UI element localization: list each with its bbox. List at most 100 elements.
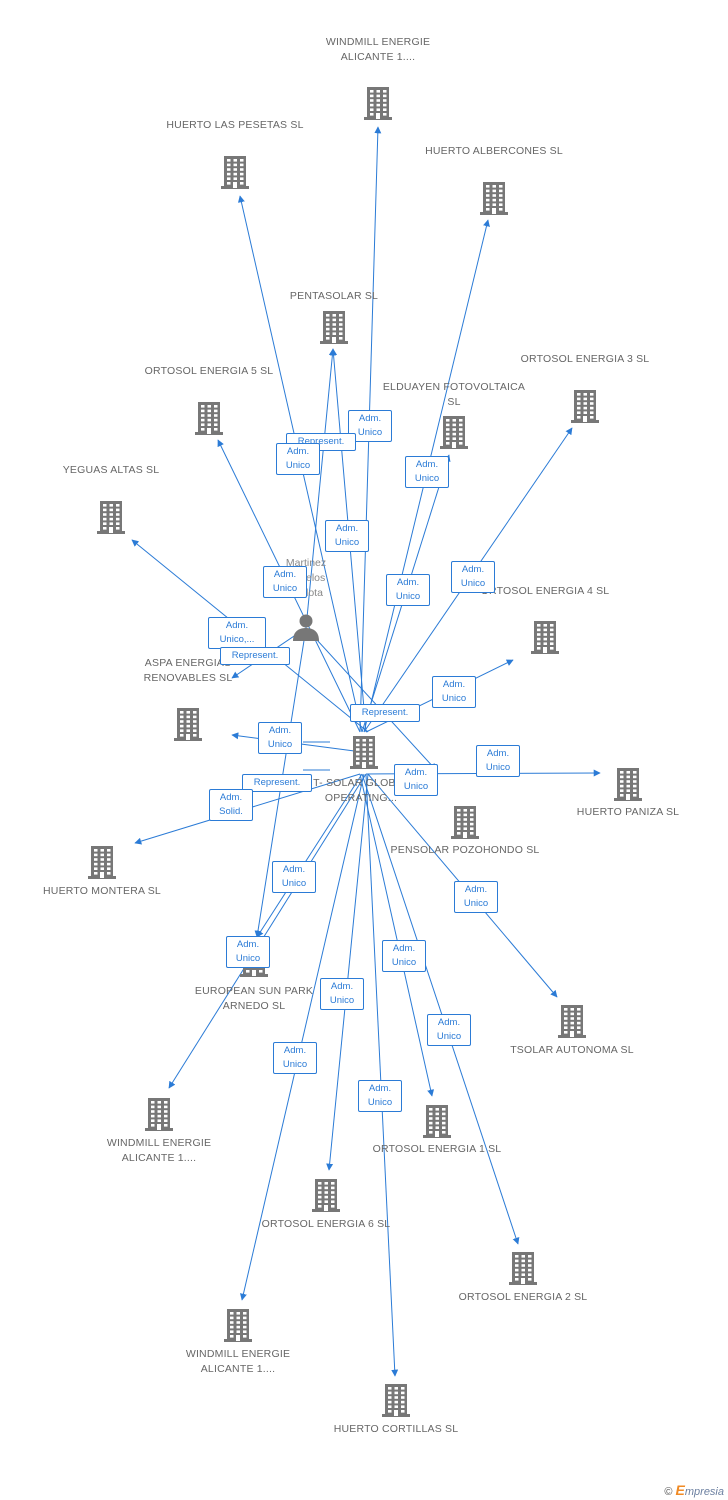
building-icon-huerto-albercones[interactable] [479, 180, 509, 216]
relation-badge-r22[interactable]: Adm.Unico [427, 1014, 471, 1046]
company-label-huerto-paniza[interactable]: HUERTO PANIZA SL [576, 806, 680, 818]
relation-badge-r3[interactable]: Adm.Unico [405, 456, 449, 488]
relation-text: Adm. [368, 1083, 392, 1094]
relation-badge-r19[interactable]: Adm.Unico [226, 936, 270, 968]
company-label-windmill-alicante-top[interactable]: WINDMILL ENERGIE ALICANTE 1.... [325, 36, 431, 63]
relation-text: Unico [267, 739, 293, 750]
building-icon-aspa[interactable] [173, 706, 203, 742]
relation-text: Unico [395, 591, 421, 602]
person-icon[interactable] [291, 612, 321, 642]
building-icon-huerto-montera[interactable] [87, 844, 117, 880]
relation-badge-r12[interactable]: Represent. [350, 704, 420, 722]
relation-text: Unico [282, 1059, 308, 1070]
relation-badge-r15[interactable]: Adm.Unico [394, 764, 438, 796]
building-icon-elduayen[interactable] [439, 414, 469, 450]
relation-text: Adm. [219, 792, 243, 803]
company-label-huerto-cortillas[interactable]: HUERTO CORTILLAS SL [333, 1423, 459, 1435]
relation-badge-r8[interactable]: Adm.Unico [432, 676, 476, 708]
footer-credit: © Empresia [664, 1482, 724, 1498]
relation-text: Unico [329, 995, 355, 1006]
relation-text: Adm. [236, 939, 260, 950]
relation-text: Adm. [283, 1045, 307, 1056]
company-label-huerto-montera[interactable]: HUERTO MONTERA SL [43, 885, 161, 897]
relation-badge-r16[interactable]: Represent. [242, 774, 312, 792]
relation-text: Unico [403, 781, 429, 792]
company-label-pensolar[interactable]: PENSOLAR POZOHONDO SL [390, 844, 540, 856]
building-icon-ortosol-4[interactable] [530, 619, 560, 655]
edge-hub-r21-20 [359, 773, 435, 1097]
company-label-ortosol-6[interactable]: ORTOSOL ENERGIA 6 SL [261, 1218, 391, 1230]
company-label-huerto-albercones[interactable]: HUERTO ALBERCONES SL [425, 145, 563, 157]
edge-hub-r20-19 [326, 773, 369, 1171]
company-label-tsolar-autonoma[interactable]: TSOLAR AUTONOMA SL [510, 1044, 634, 1056]
relation-badge-r25[interactable]: Adm.Unico [263, 566, 307, 598]
relation-badge-r17[interactable]: Adm.Solid. [209, 789, 253, 821]
building-icon-pentasolar[interactable] [319, 309, 349, 345]
relation-text: Adm. [286, 446, 310, 457]
relation-text: Adm. [486, 748, 510, 759]
company-label-elduayen[interactable]: ELDUAYEN FOTOVOLTAICA SL [382, 381, 526, 408]
building-icon-huerto-cortillas[interactable] [381, 1382, 411, 1418]
company-label-ortosol-2[interactable]: ORTOSOL ENERGIA 2 SL [458, 1291, 588, 1303]
building-icon-ortosol-1[interactable] [422, 1103, 452, 1139]
building-icon-windmill-alicante-low[interactable] [223, 1307, 253, 1343]
relation-badge-r21[interactable]: Adm.Unico [382, 940, 426, 972]
relation-text: Unico [281, 878, 307, 889]
building-icon-ortosol-6[interactable] [311, 1177, 341, 1213]
relation-text: Represent. [231, 650, 279, 661]
relation-text: Adm. [268, 725, 292, 736]
building-icon-tsolar-autonoma[interactable] [557, 1003, 587, 1039]
company-label-european-sun-park[interactable]: EUROPEAN SUN PARK ARNEDO SL [194, 985, 314, 1012]
building-icon-huerto-paniza[interactable] [613, 766, 643, 802]
relation-badge-r6[interactable]: Adm.Unico [386, 574, 430, 606]
brand-logo-text: mpresia [684, 1486, 724, 1498]
relation-badge-r13[interactable]: Adm. Unico [476, 745, 520, 777]
building-icon-yeguas-altas[interactable] [96, 499, 126, 535]
relation-text: Unico [357, 427, 383, 438]
company-label-yeguas-altas[interactable]: YEGUAS ALTAS SL [62, 464, 160, 476]
relation-badge-r14[interactable]: Adm.Unico [454, 881, 498, 913]
relation-badge-r9[interactable]: Adm.Unico,... [208, 617, 266, 649]
company-label-ortosol-3[interactable]: ORTOSOL ENERGIA 3 SL [520, 353, 650, 365]
building-icon-huerto-las-pesetas[interactable] [220, 154, 250, 190]
relation-text: Represent. [253, 777, 301, 788]
company-label-huerto-las-pesetas[interactable]: HUERTO LAS PESETAS SL [166, 119, 304, 131]
relation-text: Unico [460, 578, 486, 589]
company-label-ortosol-5[interactable]: ORTOSOL ENERGIA 5 SL [144, 365, 274, 377]
relation-badge-r7[interactable]: Adm.Unico [451, 561, 495, 593]
hub-label[interactable]: T- SOLAR GLOBAL OPERATING... [313, 777, 409, 804]
building-icon-ortosol-5[interactable] [194, 400, 224, 436]
company-label-windmill-alicante-low[interactable]: WINDMILL ENERGIE ALICANTE 1.... [185, 1348, 291, 1375]
relation-badge-r23[interactable]: Adm. Unico [273, 1042, 317, 1074]
company-label-ortosol-4[interactable]: ORTOSOL ENERGIA 4 SL [480, 585, 610, 597]
relation-badge-r11[interactable]: Adm. Unico [258, 722, 302, 754]
building-icon-hub[interactable] [349, 734, 379, 770]
relation-badge-r5[interactable]: Adm.Unico [276, 443, 320, 475]
relation-badge-r20[interactable]: Adm.Unico [320, 978, 364, 1010]
relation-badge-r4[interactable]: Adm. Unico [325, 520, 369, 552]
relation-text: Unico [414, 473, 440, 484]
relation-badge-r18[interactable]: Adm. Unico [272, 861, 316, 893]
relation-text: Adm. [282, 864, 306, 875]
relation-badge-r24[interactable]: Adm.Unico [358, 1080, 402, 1112]
building-icon-windmill-alicante-mid[interactable] [144, 1096, 174, 1132]
edge-hub-r24-23 [365, 773, 399, 1377]
building-icon-windmill-alicante-top[interactable] [363, 85, 393, 121]
relation-text: Represent. [361, 707, 409, 718]
relation-text: Adm. [464, 884, 488, 895]
company-label-aspa[interactable]: ASPA ENERGIAS RENOVABLES SL [143, 657, 233, 684]
building-icon-pensolar[interactable] [450, 804, 480, 840]
relation-text: Adm. [442, 679, 466, 690]
company-label-ortosol-1[interactable]: ORTOSOL ENERGIA 1 SL [372, 1143, 502, 1155]
building-icon-ortosol-3[interactable] [570, 388, 600, 424]
relation-text: Adm. [358, 413, 382, 424]
building-icon-ortosol-2[interactable] [508, 1250, 538, 1286]
relation-text: Unico [485, 762, 511, 773]
relation-text: Unico [391, 957, 417, 968]
relation-badge-r10[interactable]: Represent. [220, 647, 290, 665]
company-label-pentasolar[interactable]: PENTASOLAR SL [289, 290, 379, 302]
relation-text: Unico [334, 537, 360, 548]
company-label-windmill-alicante-mid[interactable]: WINDMILL ENERGIE ALICANTE 1.... [106, 1137, 212, 1164]
relation-text: Adm. [335, 523, 359, 534]
